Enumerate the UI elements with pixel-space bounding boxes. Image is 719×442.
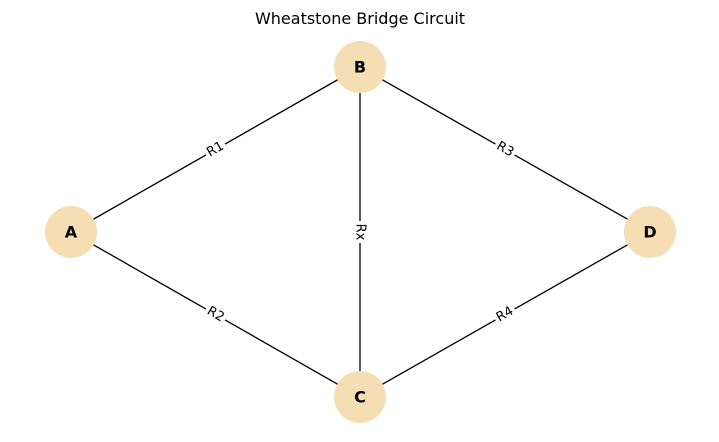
node-label: D <box>643 223 656 242</box>
edge-label-group: R3 <box>490 136 520 163</box>
node-circle <box>334 41 386 93</box>
node-circle <box>334 371 386 423</box>
edge-r1: R1 <box>70 66 361 233</box>
edge-r3: R3 <box>359 66 651 233</box>
edge-r4: R4 <box>359 231 651 398</box>
edge-label-background <box>351 221 369 243</box>
edge-label: R2 <box>204 304 226 326</box>
node-circle <box>45 206 97 258</box>
node-c: C <box>334 371 386 423</box>
nodes-layer: A B C D <box>45 41 676 423</box>
node-label: A <box>65 223 78 242</box>
edge-label: R4 <box>494 304 516 326</box>
edge-label-group: R4 <box>490 301 520 328</box>
edge-rx: Rx <box>351 67 369 397</box>
edge-label-group: R2 <box>201 301 230 328</box>
edge-label-group: Rx <box>351 221 369 243</box>
node-label: C <box>354 388 366 407</box>
edge-label: Rx <box>353 224 368 241</box>
node-d: D <box>624 206 676 258</box>
edge-label-background <box>490 301 520 328</box>
edge-label-group: R1 <box>201 136 230 163</box>
edge-label: R1 <box>204 139 226 161</box>
edge-label: R3 <box>494 139 516 161</box>
edge-r2: R2 <box>70 231 361 398</box>
diagram-title: Wheatstone Bridge Circuit <box>255 9 465 28</box>
edge-label-background <box>201 301 230 328</box>
node-b: B <box>334 41 386 93</box>
edge-label-background <box>490 136 520 163</box>
node-a: A <box>45 206 97 258</box>
node-circle <box>624 206 676 258</box>
edge-label-background <box>201 136 230 163</box>
node-label: B <box>354 58 366 77</box>
